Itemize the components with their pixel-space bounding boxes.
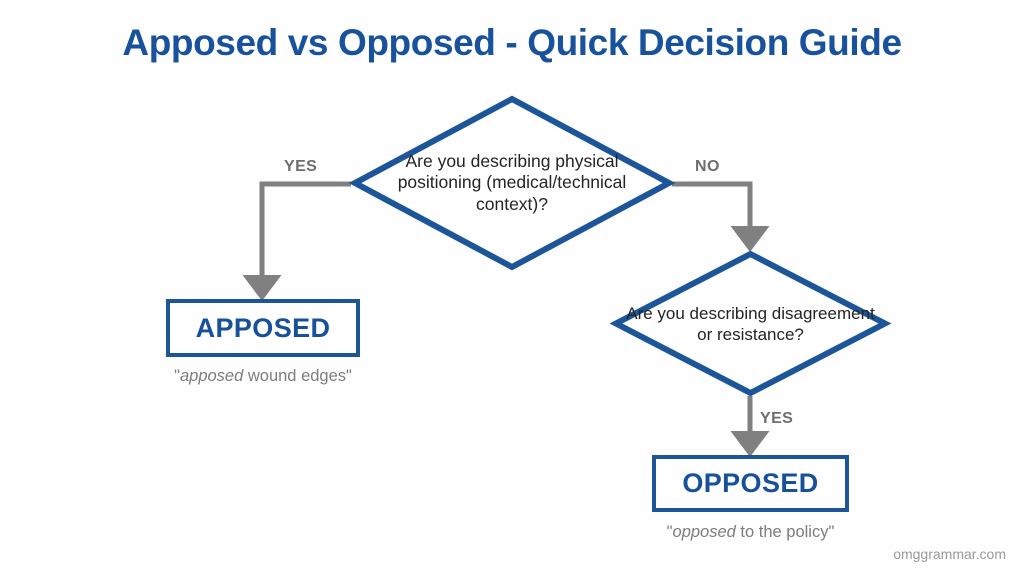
caption-apposed-open-quote: " xyxy=(174,367,180,385)
decision-node-text: Are you describing physical positioning … xyxy=(397,150,627,214)
edge-label-no: NO xyxy=(695,158,720,175)
caption-apposed-term: apposed xyxy=(179,367,244,385)
diamond-shape-icon xyxy=(348,95,676,271)
outcome-label-opposed: OPPOSED xyxy=(682,468,819,498)
caption-opposed-term: opposed xyxy=(672,523,736,541)
caption-apposed: "apposed wound edges" xyxy=(166,367,360,386)
caption-opposed-open-quote: " xyxy=(666,523,673,541)
edge-q1-no-to-q2 xyxy=(672,181,770,252)
page-title: Apposed vs Opposed - Quick Decision Guid… xyxy=(122,22,902,63)
outcome-label-apposed: APPOSED xyxy=(195,312,331,343)
watermark: omggrammar.com xyxy=(893,546,1006,562)
diamond-shape-icon xyxy=(609,250,892,397)
outcome-box-opposed[interactable]: OPPOSED xyxy=(652,455,849,512)
decision-node-disagreement[interactable]: Are you describing disagreement or resis… xyxy=(609,250,892,397)
edge-q1-yes-to-apposed xyxy=(242,181,351,301)
caption-opposed: "opposed to the policy" xyxy=(652,523,849,542)
edge-label-yes-opposed: YES xyxy=(760,410,794,427)
decision-node-physical-positioning[interactable]: Are you describing physical positioning … xyxy=(348,95,676,271)
outcome-box-apposed[interactable]: APPOSED xyxy=(166,299,360,357)
caption-opposed-rest: to the policy" xyxy=(735,523,835,541)
edge-label-yes-apposed: YES xyxy=(284,158,318,175)
decision-node-text: Are you describing disagreement or resis… xyxy=(626,303,875,344)
caption-apposed-rest: wound edges" xyxy=(243,367,352,385)
